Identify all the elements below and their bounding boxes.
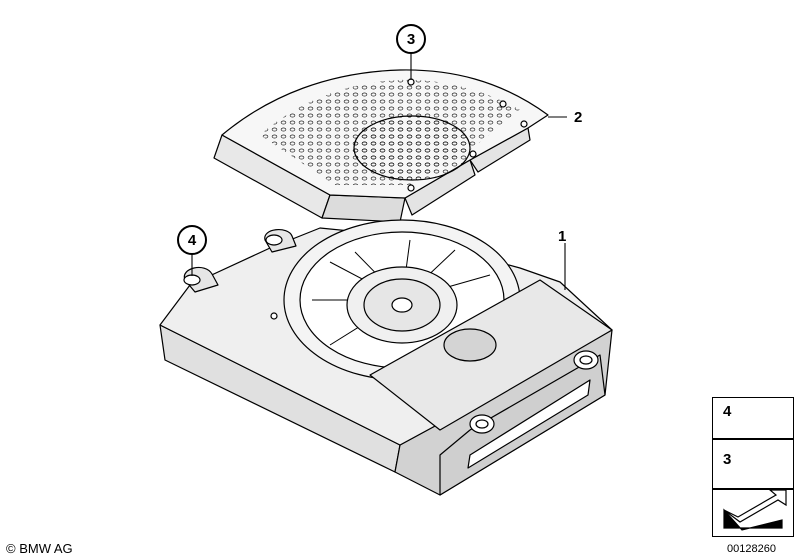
- arrow-icon: [723, 489, 787, 531]
- legend-box-item4: 4: [712, 397, 794, 439]
- legend-box-item3: 3: [712, 439, 794, 489]
- legend-item4-number: 4: [723, 403, 732, 420]
- diagram-number: 00128260: [727, 543, 776, 555]
- callout-3: 3: [396, 24, 426, 54]
- leader-lines: [191, 53, 567, 290]
- speaker-grille-cover: [213, 69, 549, 223]
- callout-4-number: 4: [187, 231, 197, 249]
- legend-box-arrow: [712, 489, 794, 537]
- speaker-housing: [159, 219, 613, 496]
- callout-1-label: 1: [558, 228, 567, 245]
- callout-3-number: 3: [406, 30, 416, 48]
- legend-item3-number: 3: [723, 451, 732, 468]
- callout-2-label: 2: [574, 109, 583, 126]
- callout-4: 4: [177, 225, 207, 255]
- copyright-text: © BMW AG: [6, 541, 73, 556]
